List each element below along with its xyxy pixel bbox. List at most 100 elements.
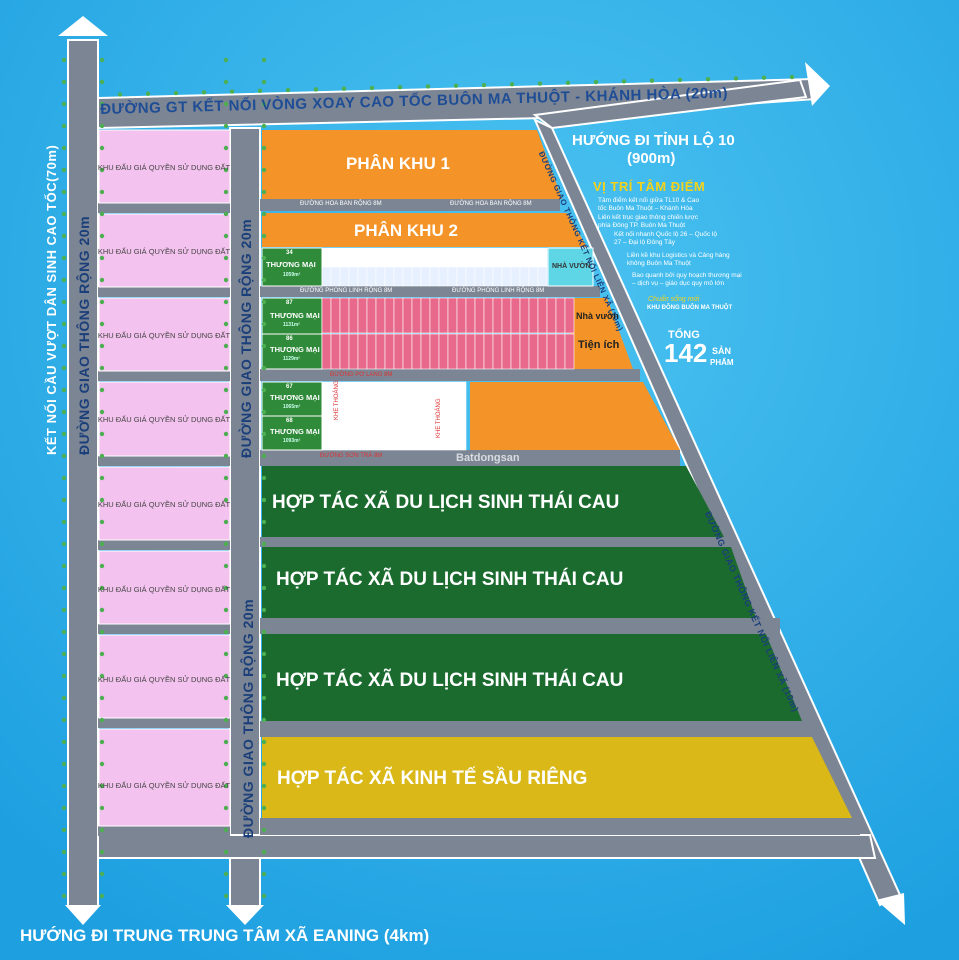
nha-vuon-label-1: NHÀ VƯỜN bbox=[552, 263, 591, 270]
lot-unit bbox=[429, 266, 440, 287]
lot-unit bbox=[555, 333, 566, 370]
lamp-dot bbox=[61, 805, 67, 811]
lot-unit bbox=[357, 266, 368, 287]
lot-unit bbox=[420, 333, 431, 370]
lamp-dot bbox=[223, 211, 229, 217]
lamp-dot bbox=[261, 277, 267, 283]
lamp-dot bbox=[99, 123, 105, 129]
lamp-dot bbox=[99, 321, 105, 327]
lot-unit bbox=[519, 266, 530, 287]
lamp-dot bbox=[223, 167, 229, 173]
lamp-dot bbox=[261, 651, 267, 657]
lamp-dot bbox=[261, 563, 267, 569]
lamp-dot bbox=[99, 563, 105, 569]
lamp-dot bbox=[261, 453, 267, 459]
lot-unit bbox=[510, 247, 521, 268]
total-prefix: TỔNG bbox=[668, 329, 700, 341]
lamp-dot bbox=[261, 585, 267, 591]
lamp-dot bbox=[61, 167, 67, 173]
internal-road-phong-linh-2: ĐƯỜNG PHONG LINH RỘNG 8M bbox=[452, 288, 545, 294]
lamp-dot bbox=[61, 387, 67, 393]
lot-unit bbox=[429, 297, 440, 334]
lamp-dot bbox=[229, 89, 235, 94]
lamp-dot bbox=[677, 77, 683, 83]
lamp-dot bbox=[369, 85, 375, 91]
lamp-dot bbox=[261, 849, 267, 855]
lamp-dot bbox=[99, 189, 105, 195]
lot-unit bbox=[420, 297, 431, 334]
lot-unit bbox=[438, 333, 449, 370]
lot-unit bbox=[357, 381, 368, 417]
lamp-dot bbox=[223, 277, 229, 283]
lamp-dot bbox=[99, 607, 105, 613]
lamp-dot bbox=[61, 57, 67, 63]
nha-vuon-label-2: Nhà vườn bbox=[576, 311, 619, 321]
lamp-dot bbox=[99, 57, 105, 63]
lamp-dot bbox=[261, 233, 267, 239]
lamp-dot bbox=[61, 739, 67, 745]
lamp-dot bbox=[223, 255, 229, 261]
commercial-label-1: THƯƠNG MẠI bbox=[266, 260, 316, 269]
htx-4-label: HỢP TÁC XÃ KINH TẾ SẦU RIÊNG bbox=[277, 768, 588, 789]
middle-road-label-upper: ĐƯỜNG GIAO THÔNG RỘNG 20m bbox=[238, 218, 254, 458]
lot-unit bbox=[330, 415, 341, 451]
lot-unit bbox=[501, 266, 512, 287]
pink-lot-label-3: KHU ĐẤU GIÁ QUYỀN SỬ DỤNG ĐẤT bbox=[97, 331, 231, 340]
lamp-dot bbox=[61, 783, 67, 789]
lot-unit bbox=[546, 297, 557, 334]
south-direction: HƯỚNG ĐI TRUNG TRUNG TÂM XÃ EANING (4km) bbox=[20, 926, 430, 945]
commercial-label-5: THƯƠNG MẠI bbox=[270, 427, 320, 436]
lamp-dot bbox=[223, 299, 229, 305]
commercial-num-5: 68 bbox=[286, 418, 293, 424]
lamp-dot bbox=[223, 585, 229, 591]
east-arrow-road bbox=[532, 78, 808, 130]
lot-unit bbox=[546, 333, 557, 370]
lot-unit bbox=[330, 247, 341, 268]
phan-khu-1-zone bbox=[262, 130, 562, 199]
htx-1-zone bbox=[262, 466, 724, 537]
lot-unit bbox=[384, 381, 395, 417]
lot-unit bbox=[402, 333, 413, 370]
east-direction-line1: HƯỚNG ĐI TỈNH LỘ 10 bbox=[572, 132, 735, 149]
lamp-dot bbox=[61, 343, 67, 349]
lamp-dot bbox=[99, 761, 105, 767]
lot-unit bbox=[339, 266, 350, 287]
orange-lower-zone bbox=[470, 382, 680, 450]
lamp-dot bbox=[61, 519, 67, 525]
lamp-dot bbox=[99, 673, 105, 679]
lamp-dot bbox=[261, 211, 267, 217]
lamp-dot bbox=[99, 409, 105, 415]
lot-unit bbox=[456, 415, 467, 451]
lot-unit bbox=[474, 297, 485, 334]
lamp-dot bbox=[61, 321, 67, 327]
lot-unit bbox=[438, 247, 449, 268]
lamp-dot bbox=[99, 101, 105, 107]
lot-unit bbox=[492, 266, 503, 287]
total-unit-1: SẢN bbox=[712, 346, 732, 356]
internal-road-hoa-ban: ĐƯỜNG HOA BAN RỘNG 8M bbox=[300, 201, 382, 207]
lot-unit bbox=[402, 415, 413, 451]
lot-unit bbox=[483, 266, 494, 287]
internal-road-phong-linh: ĐƯỜNG PHONG LINH RỘNG 8M bbox=[300, 288, 393, 294]
lamp-dot bbox=[99, 299, 105, 305]
lot-unit bbox=[330, 297, 341, 334]
pink-lot-6 bbox=[98, 550, 231, 625]
lamp-dot bbox=[261, 783, 267, 789]
lot-unit bbox=[375, 297, 386, 334]
lamp-dot bbox=[99, 717, 105, 723]
phan-khu-1-label: PHÂN KHU 1 bbox=[346, 154, 450, 173]
lot-unit bbox=[348, 333, 359, 370]
lot-unit bbox=[501, 333, 512, 370]
lamp-dot bbox=[481, 82, 487, 88]
lamp-dot bbox=[223, 57, 229, 63]
lot-unit bbox=[474, 266, 485, 287]
lot-unit bbox=[492, 333, 503, 370]
lamp-dot bbox=[99, 893, 105, 899]
lot-unit bbox=[483, 333, 494, 370]
lamp-dot bbox=[61, 607, 67, 613]
lot-unit bbox=[564, 333, 575, 370]
lot-unit bbox=[321, 297, 332, 334]
lot-unit bbox=[456, 266, 467, 287]
lamp-dot bbox=[223, 871, 229, 877]
lamp-dot bbox=[61, 189, 67, 195]
